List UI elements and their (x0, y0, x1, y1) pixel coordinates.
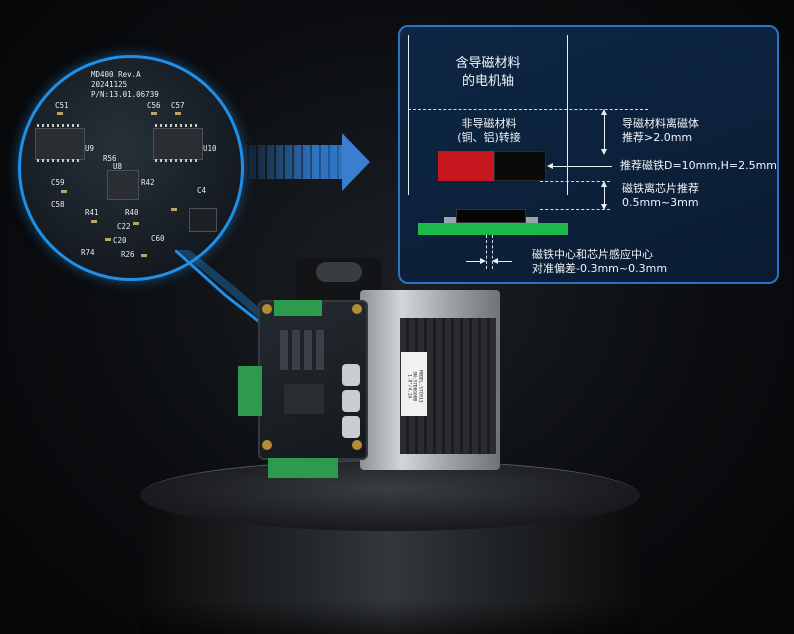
capacitor (342, 364, 360, 386)
ic-pins (37, 124, 81, 127)
shaft-right-edge (567, 35, 568, 195)
smd-part (175, 112, 181, 115)
arrow-left-icon (492, 258, 498, 264)
designator-u10: U10 (203, 144, 217, 153)
shaft-left-edge (408, 35, 409, 195)
arrow-down-icon (601, 149, 607, 155)
pedestal-top (140, 460, 640, 531)
smd-part (141, 254, 147, 257)
magnet-label: 推荐磁铁D=10mm,H=2.5mm (620, 159, 778, 172)
sensor-pcb (418, 223, 568, 235)
ic-pins (155, 159, 199, 162)
nonmag-label-line1: 非导磁材料 (461, 117, 517, 130)
arrow-right-icon (480, 258, 486, 264)
smd-part (105, 238, 111, 241)
chip-lead-left (444, 217, 456, 223)
dimension-line-1 (604, 113, 605, 151)
ic-pins (155, 124, 199, 127)
smd-part (61, 190, 67, 193)
board-name: MD400 Rev.A (91, 70, 141, 79)
ic-pins (37, 159, 81, 162)
terminal-block-bottom (268, 458, 338, 478)
designator-r26: R26 (121, 250, 135, 259)
designator-c20: C20 (113, 236, 127, 245)
terminal-block-side (238, 366, 262, 416)
offset-line-right (496, 261, 512, 262)
designator-c57: C57 (171, 101, 185, 110)
designator-r42: R42 (141, 178, 155, 187)
designator-c4: C4 (197, 186, 207, 195)
designator-r74: R74 (81, 248, 95, 257)
sensor-chip (456, 209, 526, 223)
dist1-label-line1: 导磁材料离磁体 (622, 117, 699, 130)
mounting-hole (262, 440, 272, 450)
smd-part (171, 208, 177, 211)
magnet-pointer-line (552, 166, 612, 167)
material-boundary-line (408, 109, 648, 110)
motor-sticker-model: MODEL:57CH13 (417, 369, 423, 403)
arrow-down-icon (601, 204, 607, 210)
direction-arrow-head-icon (342, 133, 370, 191)
smd-part (57, 112, 63, 115)
offset-line-left (466, 261, 482, 262)
motor-sticker-rating: 1.8°/4.2A (406, 374, 412, 399)
ic-chip-u10 (153, 128, 203, 160)
chip-center-line (492, 235, 493, 269)
terminal-block-top (274, 300, 322, 316)
smd-part (133, 222, 139, 225)
dist2-label-line1: 磁铁离芯片推荐 (622, 182, 699, 195)
magnet-center-line (486, 235, 487, 269)
capacitor (342, 416, 360, 438)
offset-label-line2: 对准偏差-0.3mm~0.3mm (532, 262, 668, 275)
board-date: 20241125 (91, 80, 128, 89)
designator-c59: C59 (51, 178, 65, 187)
arrow-left-icon (547, 163, 553, 169)
dist2-label-line2: 0.5mm~3mm (622, 196, 699, 209)
dimension-line-2 (604, 185, 605, 207)
designator-c22: C22 (117, 222, 131, 231)
pcb-zoom-circle: MD400 Rev.A 20241125 P/N:13.01.06739 C51… (18, 55, 244, 281)
magnet-bottom-line (540, 181, 610, 182)
mounting-hole (262, 304, 272, 314)
controller-chip (284, 384, 324, 414)
designator-c56: C56 (147, 101, 161, 110)
smd-part (151, 112, 157, 115)
designator-u9: U9 (85, 144, 95, 153)
magnet-south-half (494, 151, 546, 181)
designator-c58: C58 (51, 200, 65, 209)
connector-part (189, 208, 217, 232)
dist1-label-line2: 推荐>2.0mm (622, 131, 693, 144)
designator-r56: R56 (103, 154, 117, 163)
pedestal-shadow (140, 600, 640, 634)
encoder-connector (316, 262, 362, 282)
nonmag-label-line2: (铜、铝)转接 (457, 131, 521, 144)
designator-r41: R41 (85, 208, 99, 217)
ic-chip-u9 (35, 128, 85, 160)
magnet-north-half (438, 151, 494, 181)
offset-label-line1: 磁铁中心和芯片感应中心 (532, 248, 653, 261)
mosfet-array (280, 330, 326, 370)
designator-c51: C51 (55, 101, 69, 110)
board-part-number: P/N:13.01.06739 (91, 90, 159, 99)
mounting-hole (352, 440, 362, 450)
motor-sticker-sn: SN:57D0G00B (411, 371, 417, 402)
smd-part (91, 220, 97, 223)
capacitor (342, 390, 360, 412)
direction-arrow-body (238, 145, 348, 179)
shaft-label-line2: 的电机轴 (461, 74, 514, 89)
designator-u8: U8 (113, 162, 123, 171)
chip-lead-right (526, 217, 538, 223)
magnet-spec-diagram: 含导磁材料 的电机轴 非导磁材料 (铜、铝)转接 导磁材料离磁体 推荐>2.0m… (398, 25, 779, 284)
designator-c60: C60 (151, 234, 165, 243)
arrow-up-icon (601, 181, 607, 187)
motor-sticker: MODEL:57CH13 SN:57D0G00B 1.8°/4.2A (401, 352, 427, 416)
ic-chip-u8 (107, 170, 139, 200)
arrow-up-icon (601, 109, 607, 115)
designator-r40: R40 (125, 208, 139, 217)
shaft-label-line1: 含导磁材料 (455, 56, 521, 71)
chip-top-line (540, 209, 610, 210)
mounting-hole (352, 304, 362, 314)
